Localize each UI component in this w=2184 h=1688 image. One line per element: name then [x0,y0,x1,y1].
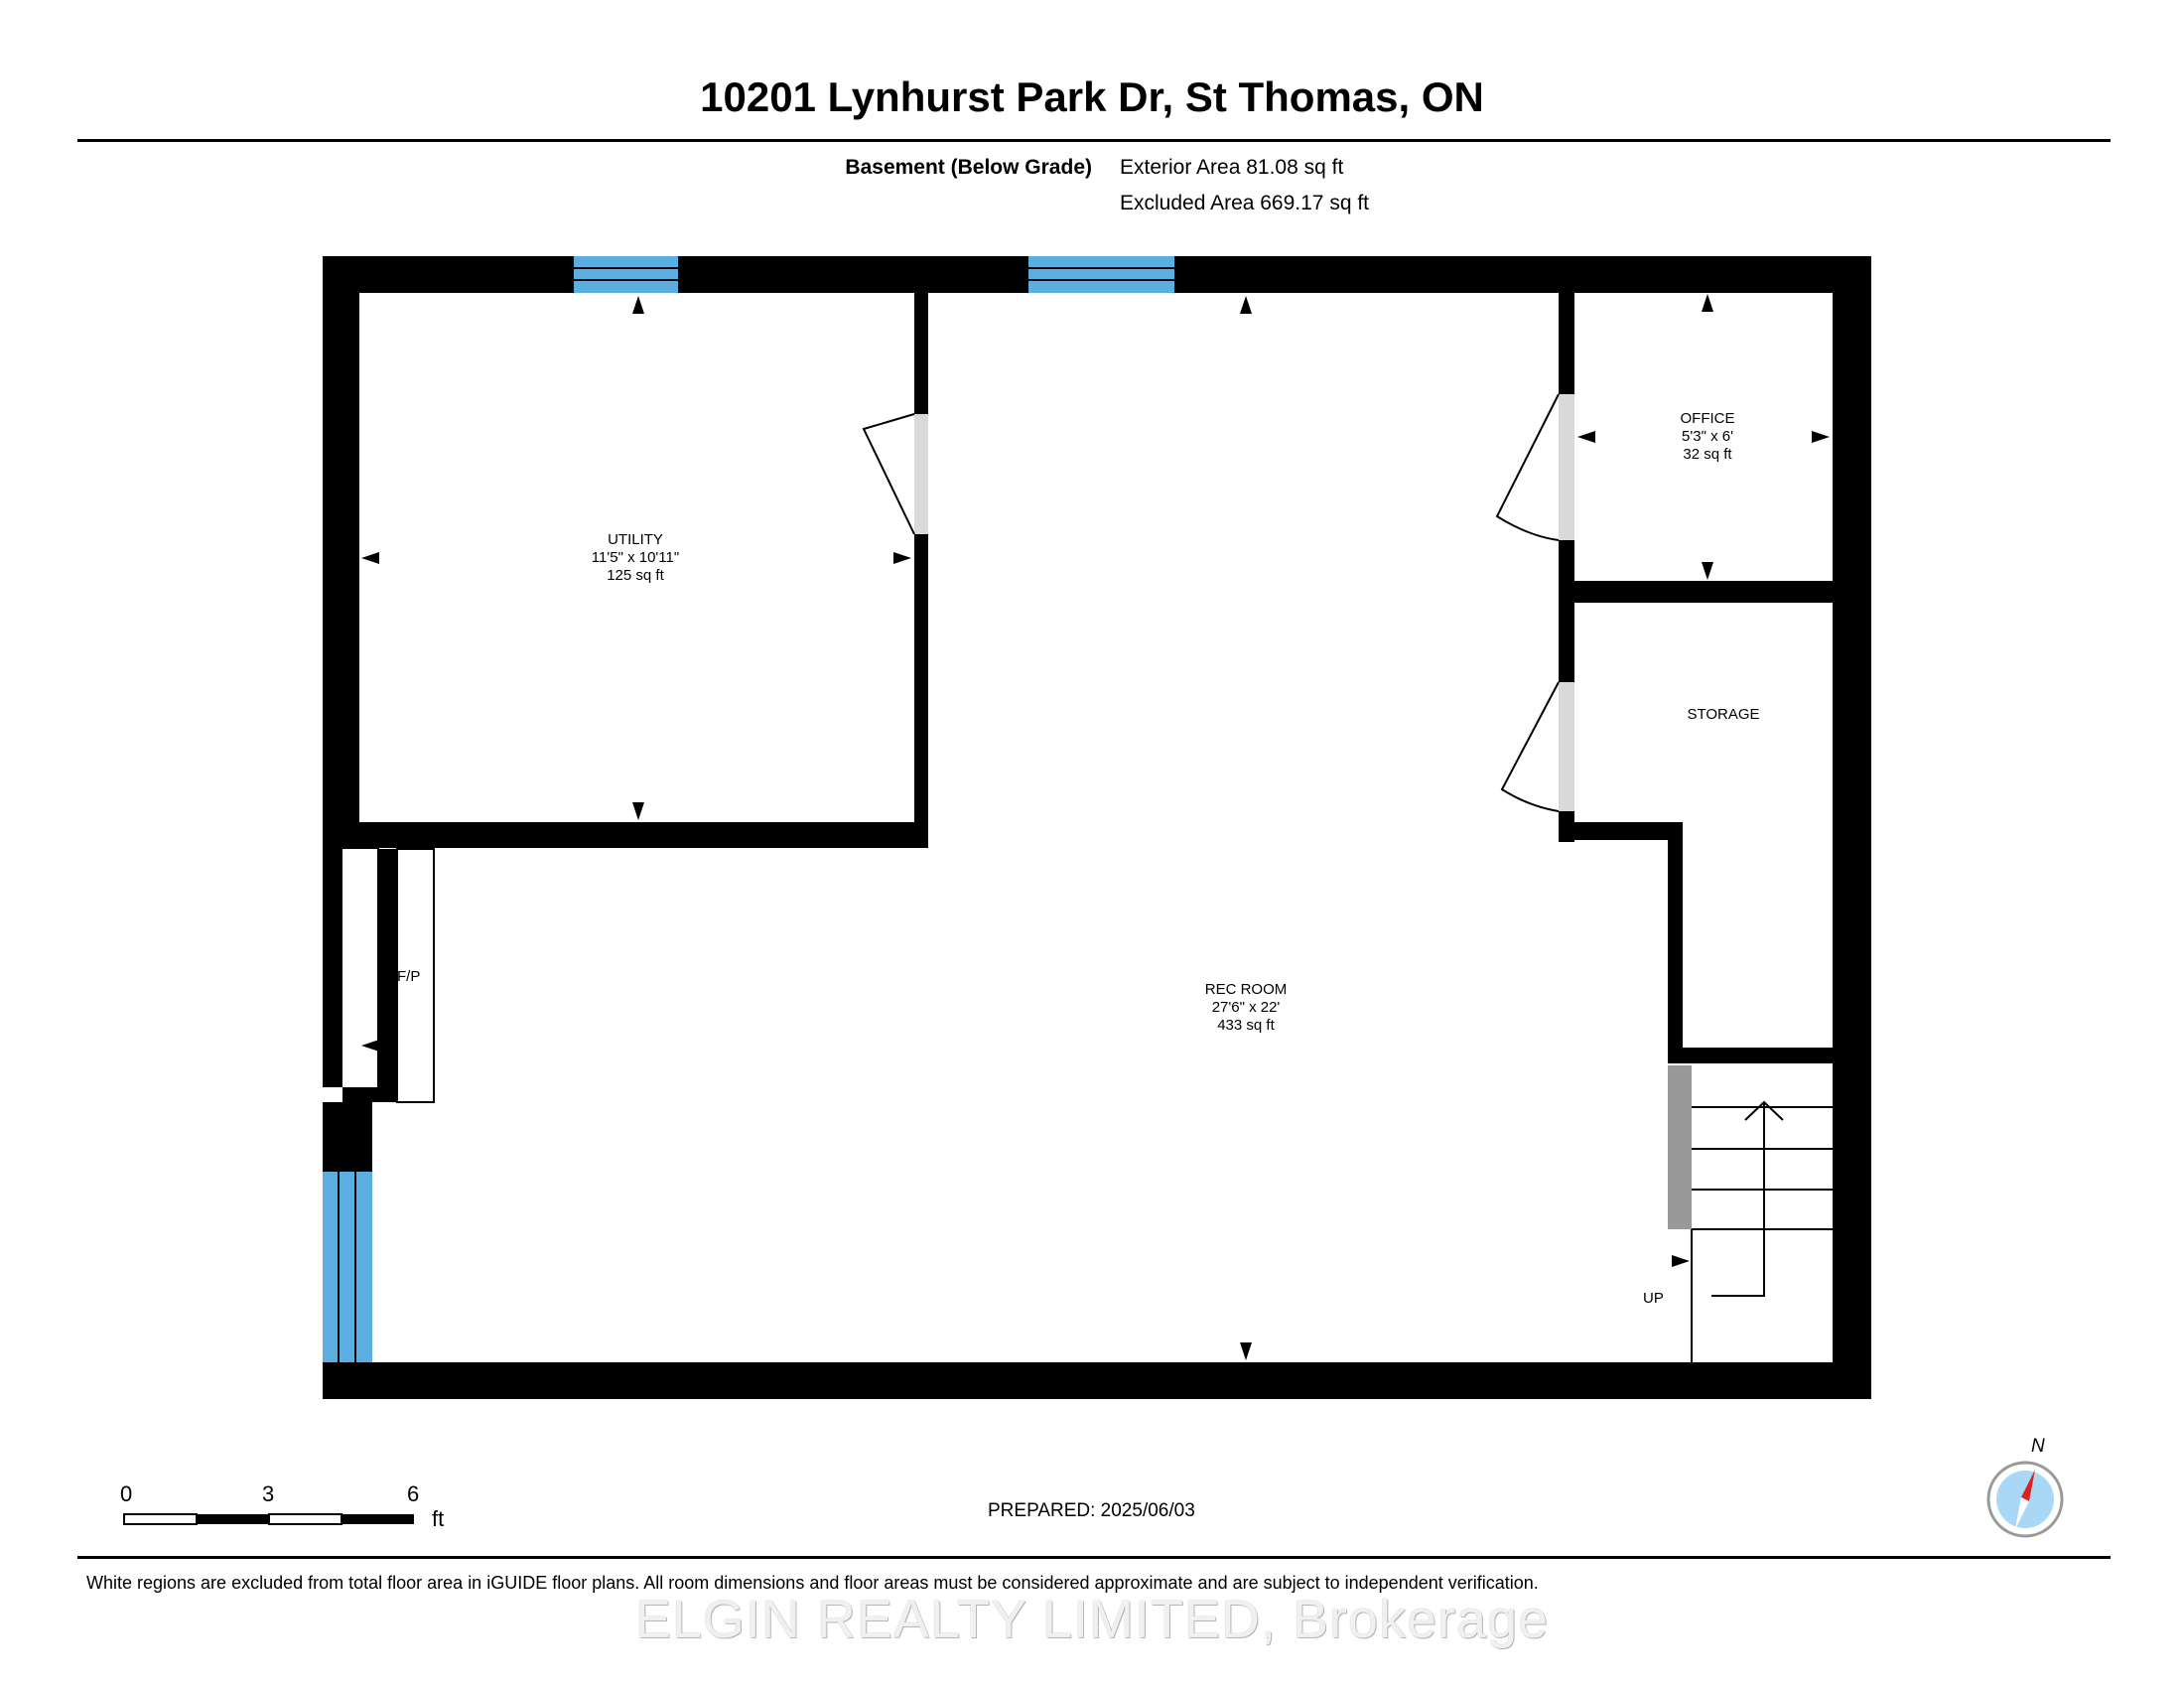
door-utility-swing [862,413,915,535]
dimension-arrows [361,294,1830,1360]
excluded-area: Excluded Area 669.17 sq ft [1120,192,1370,214]
room-rec: REC ROOM 27'6" x 22' 433 sq ft [1147,981,1345,1035]
scale-tick-0: 0 [120,1481,133,1506]
window-rec-left [323,1172,372,1362]
exterior-wall-right [1833,256,1871,1399]
doors [862,393,1574,812]
arrow-utility-top [632,296,644,314]
fp-wall-inner [377,849,397,1102]
arrow-stairs [1672,1255,1690,1267]
room-office: OFFICE 5'3" x 6' 32 sq ft [1608,410,1807,464]
door-office-swing [1495,393,1560,541]
stairs [1668,1065,1837,1362]
room-utility-area: 125 sq ft [607,567,664,584]
room-office-dims: 5'3" x 6' [1682,428,1733,445]
disclaimer: White regions are excluded from total fl… [86,1573,1539,1593]
compass-icon [1986,1461,2064,1538]
exterior-wall-left-upper [323,256,359,837]
storage-wall-inner [1668,822,1683,1051]
utility-wall-right-upper [914,293,928,414]
room-office-name: OFFICE [1680,410,1735,427]
fp-wall-top [342,837,379,849]
utility-wall-bottom [359,822,928,848]
scale-bar [123,1513,414,1525]
storage-wall-bottom [1668,1048,1842,1063]
stair-rail [1668,1065,1692,1229]
footer-divider [77,1556,2111,1559]
window-rec-top [1028,256,1174,293]
fireplace [396,848,435,1103]
room-utility: UTILITY 11'5" x 10'11" 125 sq ft [536,531,735,585]
fp-wall-bottom [342,1087,397,1102]
stair-arrow-head [1744,1100,1784,1121]
arrow-rec-top [1240,296,1252,314]
exterior-wall-left-mid [323,837,342,1087]
arrow-rec-bottom [1240,1342,1252,1360]
room-utility-name: UTILITY [608,531,663,548]
scale-tick-6: 6 [407,1481,420,1506]
level-name: Basement (Below Grade) [845,156,1092,179]
scale-unit: ft [432,1506,445,1531]
door-utility-gap [914,414,928,534]
arrow-office-left [1577,431,1595,443]
exterior-wall-bottom [323,1362,1871,1399]
window-utility [574,256,678,293]
compass-north-label: N [2031,1436,2045,1457]
arrow-office-top [1702,294,1713,312]
arrow-office-right [1812,431,1830,443]
room-rec-name: REC ROOM [1204,981,1288,998]
room-rec-dims: 27'6" x 22' [1211,999,1281,1016]
exterior-wall-left-jog [323,1102,372,1172]
fireplace-hearth [396,848,435,1103]
watermark: ELGIN REALTY LIMITED, Brokerage [634,1590,1550,1649]
room-storage: STORAGE [1624,706,1823,724]
stair-direction-line [1711,1102,1765,1297]
office-wall-left-lower [1559,540,1574,682]
utility-wall-right-lower [914,534,928,848]
room-storage-name: STORAGE [1687,706,1760,723]
prepared-date: PREPARED: 2025/06/03 [988,1500,1195,1521]
arrow-utility-left [361,552,379,564]
office-wall-left-upper [1559,293,1574,394]
header-divider [77,139,2111,142]
door-storage-swing [1500,681,1560,812]
room-rec-area: 433 sq ft [1217,1017,1275,1034]
fireplace-label: F/P [397,968,421,985]
stairs-up-label: UP [1643,1290,1664,1307]
arrow-fp-left [361,1040,379,1052]
door-office-gap [1559,394,1574,540]
office-wall-bottom [1559,581,1833,603]
arrow-utility-bottom [632,802,644,820]
room-office-area: 32 sq ft [1683,446,1732,463]
room-utility-dims: 11'5" x 10'11" [591,549,680,566]
scale-tick-3: 3 [262,1481,275,1506]
storage-wall-step [1559,822,1683,840]
windows [323,256,1174,1362]
page-title: 10201 Lynhurst Park Dr, St Thomas, ON [700,73,1484,120]
exterior-area: Exterior Area 81.08 sq ft [1120,156,1344,179]
arrow-utility-right [893,552,911,564]
arrow-office-bottom [1702,562,1713,580]
door-storage-gap [1559,682,1574,811]
